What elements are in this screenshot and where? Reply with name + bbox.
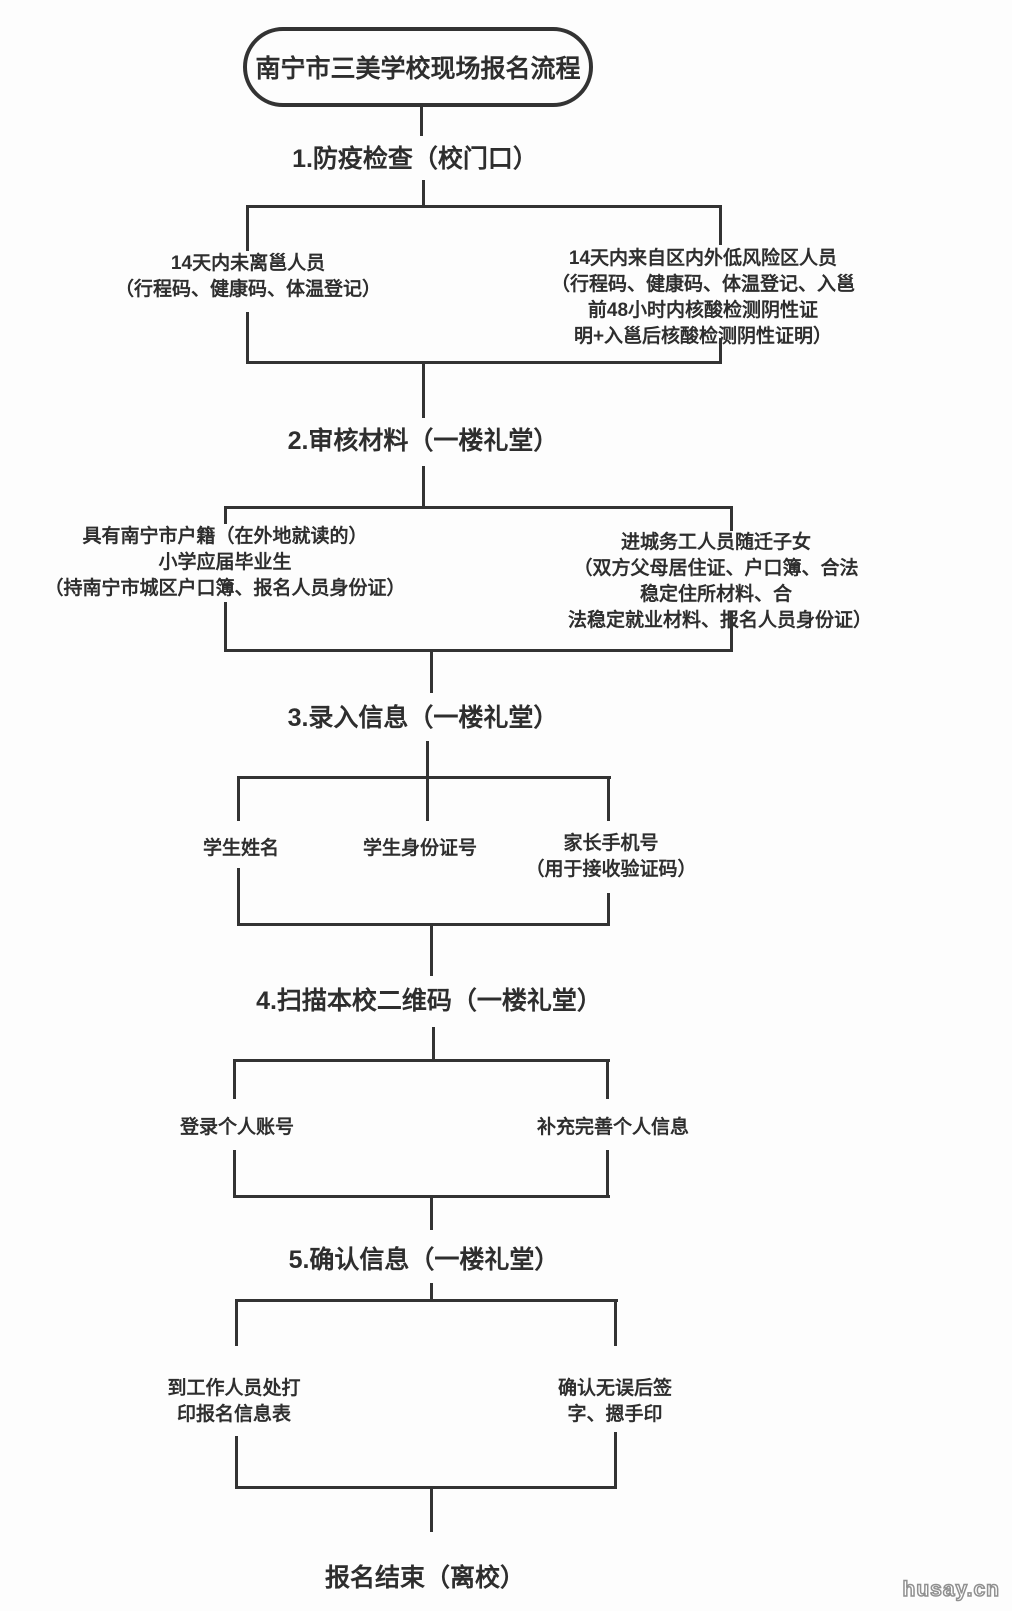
connector-vline <box>614 1299 617 1346</box>
step-4-heading: 4.扫描本校二维码（一楼礼堂） <box>256 987 602 1015</box>
connector-vline <box>607 776 610 821</box>
connector-vline <box>237 868 240 926</box>
student-id-label: 学生身份证号 <box>362 838 478 859</box>
connector-vline <box>430 1195 433 1230</box>
connector-vline <box>235 1299 238 1346</box>
local-household-label: 具有南宁市户籍（在外地就读的） 小学应届毕业生 （持南宁市城区户口簿、报名人员身… <box>44 526 406 599</box>
connector-vline <box>233 1059 236 1099</box>
connector-hline <box>233 1195 610 1198</box>
connector-vline <box>606 1150 609 1198</box>
migrant-children-label: 进城务工人员随迁子女 （双方父母居住证、户口簿、合法稳定住所材料、合 法稳定就业… <box>568 532 873 631</box>
watermark: husay.cn <box>902 1577 1000 1602</box>
connector-vline <box>422 180 425 207</box>
connector-hline <box>224 506 733 509</box>
connector-vline <box>420 107 423 136</box>
connector-vline <box>730 506 733 531</box>
connector-vline <box>426 741 429 779</box>
connector-vline <box>224 602 227 652</box>
connector-vline <box>430 1486 433 1532</box>
end-label: 报名结束（离校） <box>324 1564 526 1592</box>
connector-hline <box>237 776 611 779</box>
sign-fingerprint-label: 确认无误后签 字、摁手印 <box>557 1378 673 1425</box>
step-5-heading: 5.确认信息（一楼礼堂） <box>288 1246 560 1274</box>
title-node: 南宁市三美学校现场报名流程 <box>243 27 593 107</box>
login-account-label: 登录个人账号 <box>179 1117 295 1138</box>
connector-vline <box>430 923 433 976</box>
connector-vline <box>235 1436 238 1489</box>
connector-hline <box>224 649 733 652</box>
connector-vline <box>224 506 227 524</box>
connector-vline <box>237 776 240 821</box>
step-3-heading: 3.录入信息（一楼礼堂） <box>287 704 559 732</box>
connector-hline <box>233 1059 610 1062</box>
connector-vline <box>233 1150 236 1198</box>
connector-vline <box>430 1283 433 1302</box>
step-1-heading: 1.防疫检查（校门口） <box>292 145 538 173</box>
connector-hline <box>237 923 610 926</box>
connector-vline <box>432 1027 435 1062</box>
connector-vline <box>422 466 425 509</box>
parent-phone-label: 家长手机号 （用于接收验证码） <box>525 833 697 880</box>
connector-vline <box>614 1432 617 1489</box>
student-name-label: 学生姓名 <box>202 838 280 859</box>
connector-vline <box>719 205 722 245</box>
connector-vline <box>719 338 722 364</box>
flowchart-title: 南宁市三美学校现场报名流程 <box>255 55 581 83</box>
connector-vline <box>426 776 429 821</box>
connector-vline <box>246 205 249 251</box>
connector-hline <box>235 1299 618 1302</box>
connector-hline <box>246 361 722 364</box>
complete-info-label: 补充完善个人信息 <box>536 1117 690 1138</box>
connector-vline <box>246 312 249 364</box>
step-2-heading: 2.审核材料（一楼礼堂） <box>287 427 559 455</box>
low-risk-area-group-label: 14天内来自区内外低风险区人员 （行程码、健康码、体温登记、入邕前48小时内核酸… <box>550 248 855 347</box>
no-leave-city-group-label: 14天内未离邕人员 （行程码、健康码、体温登记） <box>114 253 382 300</box>
connector-vline <box>607 893 610 926</box>
connector-vline <box>730 612 733 652</box>
connector-vline <box>430 649 433 693</box>
connector-vline <box>422 361 425 418</box>
print-form-label: 到工作人员处打 印报名信息表 <box>167 1378 301 1425</box>
connector-hline <box>235 1486 617 1489</box>
connector-hline <box>246 205 722 208</box>
connector-vline <box>606 1059 609 1099</box>
